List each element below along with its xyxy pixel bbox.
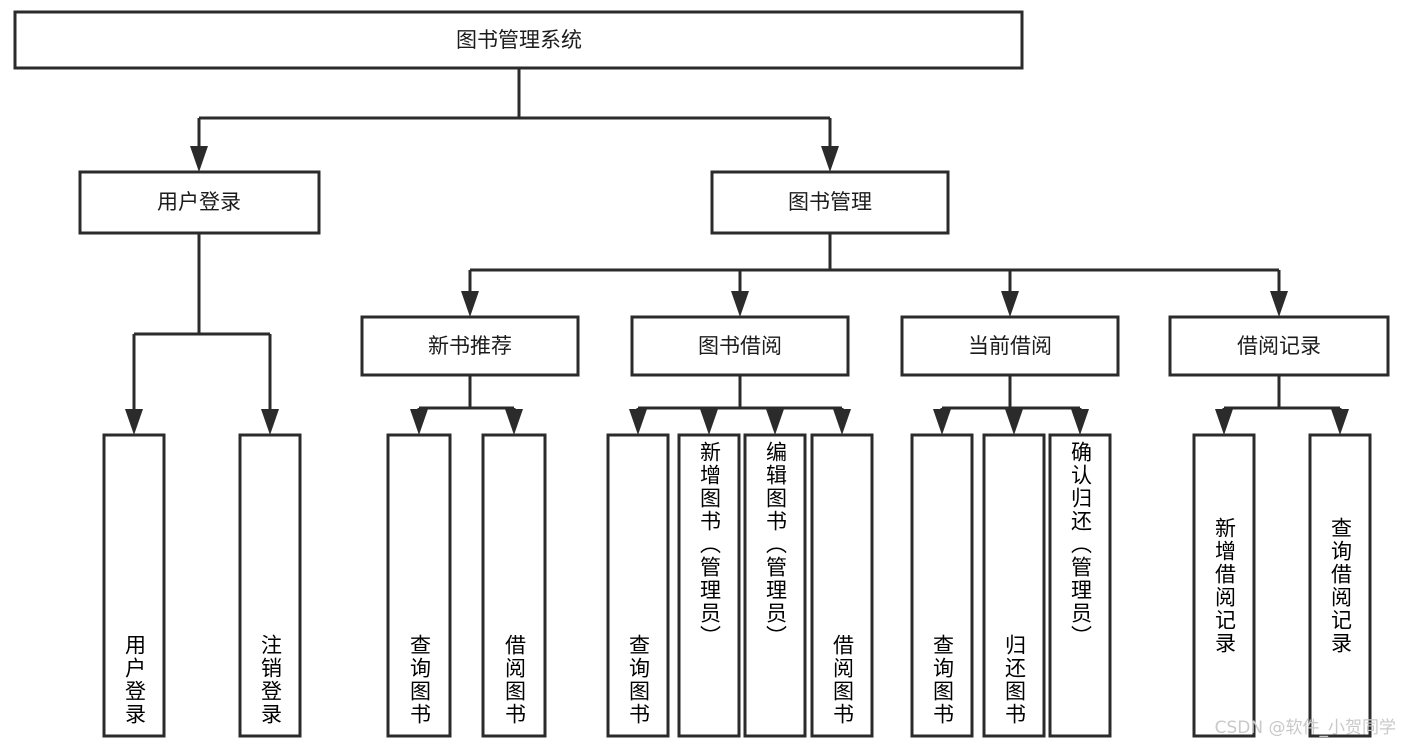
node-leaf-query-book-2-box[interactable] [606,433,670,738]
arrow-head-book-borrow [731,291,749,317]
arrow-head-leaf-query-book-3 [933,409,951,435]
arrow-head-leaf-borrow-book-1 [505,409,523,435]
node-leaf-query-book-3-text-area: 查询图书 [930,634,955,726]
node-leaf-return-book-label: 归还图书 [1002,634,1027,726]
node-leaf-borrow-book-1-label: 借阅图书 [502,634,527,726]
node-leaf-add-book-box[interactable] [677,433,741,738]
csdn-watermark: CSDN @软件_小贺同学 [1215,718,1396,738]
node-leaf-borrow-book-1-text-area: 借阅图书 [502,634,527,726]
node-book-borrow[interactable]: 图书借阅 [630,315,850,377]
node-leaf-add-borrow-record-label: 新增借阅记录 [1212,516,1237,655]
node-book-borrow-label: 图书借阅 [698,334,782,358]
node-leaf-confirm-return-box[interactable] [1048,433,1112,738]
arrow-head-leaf-add-borrow-record [1215,409,1233,435]
node-leaf-return-book-text-area: 归还图书 [1002,634,1027,726]
node-leaf-query-book-3[interactable]: 查询图书 [910,433,974,738]
node-layer: 图书管理系统 用户登录 图书管理 新书推荐 图书借阅 当前 [13,10,1390,738]
node-leaf-return-book[interactable]: 归还图书 [982,433,1046,738]
node-leaf-user-login-text-area: 用户登录 [122,634,147,726]
arrow-head-leaf-query-book-2 [629,409,647,435]
node-leaf-logout[interactable]: 注销登录 [238,433,302,738]
arrow-head-user-login [190,146,208,172]
node-leaf-borrow-book-2[interactable]: 借阅图书 [810,433,874,738]
node-leaf-query-borrow-record[interactable]: 查询借阅记录 [1308,433,1372,738]
node-leaf-query-borrow-record-text-area: 查询借阅记录 [1328,516,1353,655]
node-leaf-logout-box[interactable] [238,433,302,738]
arrow-head-leaf-user-login [125,409,143,435]
node-leaf-user-login-label: 用户登录 [122,634,147,726]
node-user-login[interactable]: 用户登录 [78,170,321,235]
arrow-head-leaf-edit-book [766,409,784,435]
arrow-head-leaf-add-book [700,409,718,435]
node-user-login-box[interactable] [78,170,321,235]
node-leaf-edit-book[interactable]: 编辑图书（管理员） [743,433,807,738]
node-leaf-query-borrow-record-box[interactable] [1308,433,1372,738]
node-leaf-query-book-1-label: 查询图书 [407,634,432,726]
node-leaf-user-login-box[interactable] [102,433,166,738]
node-root-box[interactable] [13,10,1024,70]
node-current-borrow[interactable]: 当前借阅 [900,315,1120,377]
node-new-book-recommend-box[interactable] [360,315,580,377]
node-leaf-add-book-label: 新增图书（管理员） [697,441,722,648]
node-new-book-recommend-label: 新书推荐 [428,334,512,358]
node-leaf-edit-book-box[interactable] [743,433,807,738]
node-leaf-confirm-return-label: 确认归还（管理员） [1068,441,1093,648]
arrow-head-leaf-confirm-return [1071,409,1089,435]
arrow-head-new-book-recommend [461,291,479,317]
node-leaf-borrow-book-2-label: 借阅图书 [830,634,855,726]
node-leaf-query-book-1-box[interactable] [386,433,452,738]
node-leaf-add-borrow-record-text-area: 新增借阅记录 [1212,516,1237,655]
node-leaf-query-borrow-record-label: 查询借阅记录 [1328,516,1353,655]
node-leaf-add-book-text-area: 新增图书（管理员） [697,441,722,648]
node-leaf-query-book-2[interactable]: 查询图书 [606,433,670,738]
node-root[interactable]: 图书管理系统 [13,10,1024,70]
node-current-borrow-box[interactable] [900,315,1120,377]
node-book-manage[interactable]: 图书管理 [710,170,950,235]
arrow-head-leaf-return-book [1005,409,1023,435]
node-book-borrow-box[interactable] [630,315,850,377]
node-book-manage-box[interactable] [710,170,950,235]
node-leaf-edit-book-text-area: 编辑图书（管理员） [763,441,788,648]
node-leaf-logout-label: 注销登录 [258,634,283,726]
arrow-head-current-borrow [1001,291,1019,317]
arrow-head-borrow-record [1270,291,1288,317]
node-leaf-confirm-return[interactable]: 确认归还（管理员） [1048,433,1112,738]
node-leaf-query-book-1[interactable]: 查询图书 [386,433,452,738]
node-leaf-borrow-book-2-text-area: 借阅图书 [830,634,855,726]
node-borrow-record[interactable]: 借阅记录 [1168,315,1390,377]
node-current-borrow-label: 当前借阅 [968,334,1052,358]
node-leaf-query-book-2-text-area: 查询图书 [626,634,651,726]
node-leaf-add-book[interactable]: 新增图书（管理员） [677,433,741,738]
node-leaf-borrow-book-2-box[interactable] [810,433,874,738]
arrow-head-leaf-query-book-1 [410,409,428,435]
node-borrow-record-box[interactable] [1168,315,1390,377]
node-leaf-user-login[interactable]: 用户登录 [102,433,166,738]
node-leaf-add-borrow-record-box[interactable] [1192,433,1256,738]
node-book-manage-label: 图书管理 [788,190,872,214]
node-user-login-label: 用户登录 [157,190,241,214]
node-leaf-edit-book-label: 编辑图书（管理员） [763,441,788,648]
node-new-book-recommend[interactable]: 新书推荐 [360,315,580,377]
node-leaf-borrow-book-1[interactable]: 借阅图书 [481,433,547,738]
node-leaf-query-book-3-box[interactable] [910,433,974,738]
arrow-head-leaf-borrow-book-2 [833,409,851,435]
node-leaf-query-book-2-label: 查询图书 [626,634,651,726]
node-leaf-query-book-3-label: 查询图书 [930,634,955,726]
arrow-head-leaf-logout [261,409,279,435]
node-leaf-confirm-return-text-area: 确认归还（管理员） [1068,441,1093,648]
arrow-head-book-manage [821,146,839,172]
connector-layer [125,68,1349,435]
node-root-label: 图书管理系统 [456,28,582,52]
node-leaf-return-book-box[interactable] [982,433,1046,738]
node-leaf-query-book-1-text-area: 查询图书 [407,634,432,726]
node-leaf-add-borrow-record[interactable]: 新增借阅记录 [1192,433,1256,738]
node-leaf-logout-text-area: 注销登录 [258,634,283,726]
arrow-head-leaf-query-borrow-record [1331,409,1349,435]
node-borrow-record-label: 借阅记录 [1237,334,1321,358]
node-leaf-borrow-book-1-box[interactable] [481,433,547,738]
